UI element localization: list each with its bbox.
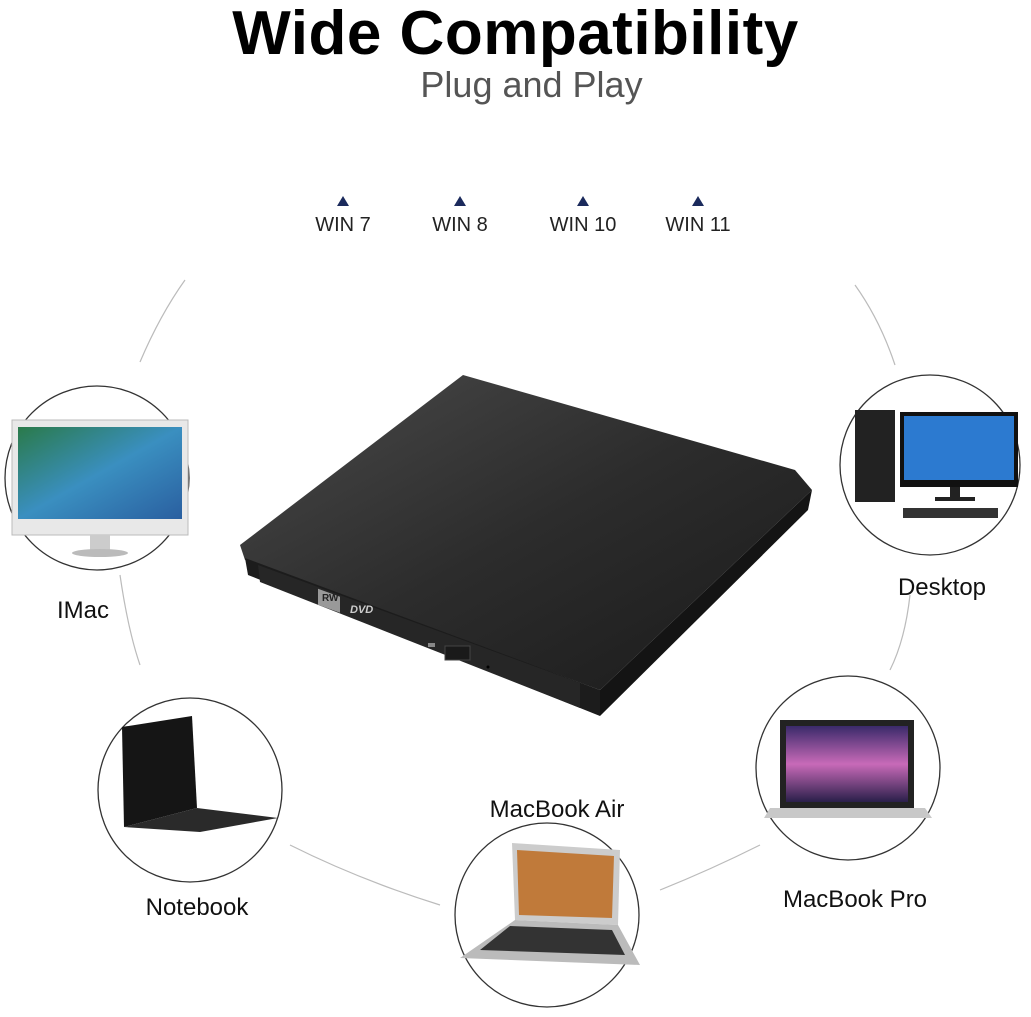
os-win11: WIN 11 (638, 196, 758, 237)
page-title: Wide Compatibility (232, 0, 799, 68)
desktop-image (839, 374, 1021, 556)
connector-arc (119, 574, 141, 666)
device-label-imac: IMac (56, 597, 110, 624)
triangle-up-icon (454, 196, 466, 206)
dvd-logo: DVD (350, 604, 373, 616)
macbook-air-image (454, 822, 640, 1008)
imac-image (4, 385, 190, 571)
device-label-notebook: Notebook (145, 894, 249, 921)
os-label: WIN 7 (315, 214, 371, 236)
connector-arc (854, 284, 896, 366)
page-subtitle: Plug and Play (420, 64, 643, 105)
device-label-macbook-air: MacBook Air (489, 796, 625, 823)
dvd-drive-image: RW DVD (240, 375, 812, 716)
connector-arc (289, 844, 441, 906)
os-win7: WIN 7 (283, 196, 403, 237)
os-win10: WIN 10 (523, 196, 643, 237)
macbook-pro-image (755, 675, 941, 861)
connector-arc (889, 594, 911, 671)
os-label: WIN 8 (432, 214, 488, 236)
device-label-macbook-pro: MacBook Pro (782, 886, 928, 913)
connector-arc (139, 279, 186, 363)
notebook-image (97, 697, 283, 883)
triangle-up-icon (577, 196, 589, 206)
os-label: WIN 11 (665, 214, 731, 236)
device-label-desktop: Desktop (897, 574, 987, 601)
connector-arc (659, 844, 761, 891)
os-label: WIN 10 (549, 214, 617, 236)
rw-logo: RW (322, 593, 339, 604)
os-win8: WIN 8 (400, 196, 520, 237)
triangle-up-icon (692, 196, 704, 206)
triangle-up-icon (337, 196, 349, 206)
